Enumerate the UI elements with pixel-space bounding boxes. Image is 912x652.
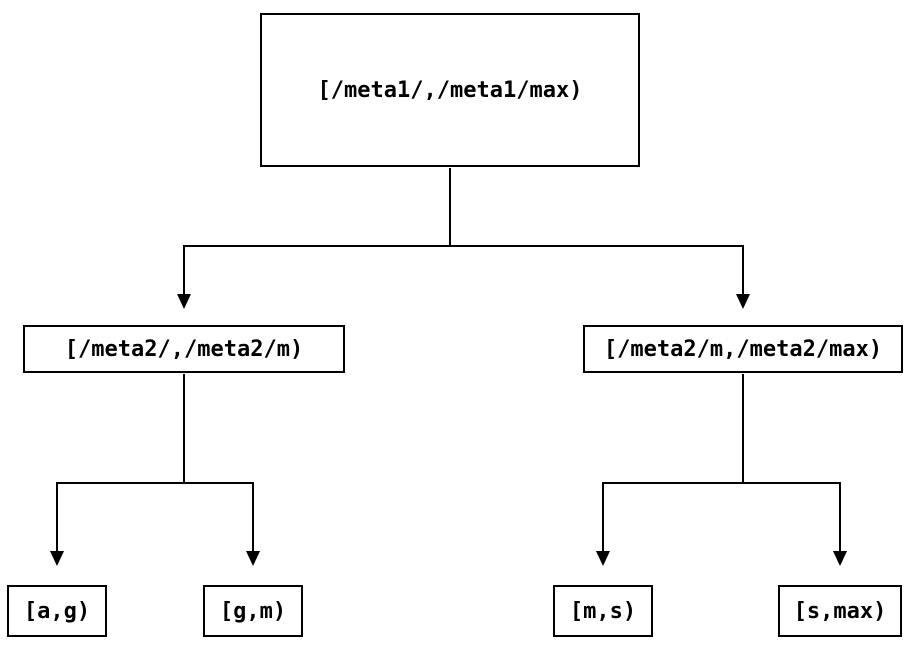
tree-node-left-child-label: [/meta2/,/meta2/m) xyxy=(64,336,304,362)
connector-left-to-leaf-gm xyxy=(183,374,254,551)
tree-node-right-child-label: [/meta2/m,/meta2/max) xyxy=(603,336,883,362)
connector-root-to-left xyxy=(183,168,451,294)
tree-node-leaf-gm-label: [g,m) xyxy=(219,598,287,624)
tree-node-leaf-ms: [m,s) xyxy=(553,585,653,637)
arrowhead-down-icon xyxy=(177,294,191,309)
tree-node-right-child: [/meta2/m,/meta2/max) xyxy=(583,325,903,373)
connector-root-to-right xyxy=(449,168,744,294)
tree-node-leaf-smax-label: [s,max) xyxy=(793,598,887,624)
tree-node-leaf-ms-label: [m,s) xyxy=(569,598,637,624)
arrowhead-down-icon xyxy=(596,551,610,566)
arrowhead-down-icon xyxy=(833,551,847,566)
tree-node-left-child: [/meta2/,/meta2/m) xyxy=(23,325,345,373)
tree-node-leaf-gm: [g,m) xyxy=(203,585,303,637)
tree-node-root-label: [/meta1/,/meta1/max) xyxy=(317,77,583,103)
connector-right-to-leaf-smax xyxy=(742,374,841,551)
tree-node-root: [/meta1/,/meta1/max) xyxy=(260,13,640,167)
tree-node-leaf-smax: [s,max) xyxy=(778,585,902,637)
arrowhead-down-icon xyxy=(50,551,64,566)
tree-node-leaf-ag-label: [a,g) xyxy=(23,598,91,624)
arrowhead-down-icon xyxy=(246,551,260,566)
arrowhead-down-icon xyxy=(736,294,750,309)
tree-node-leaf-ag: [a,g) xyxy=(7,585,107,637)
connector-left-to-leaf-ag xyxy=(56,374,185,551)
connector-right-to-leaf-ms xyxy=(602,374,744,551)
